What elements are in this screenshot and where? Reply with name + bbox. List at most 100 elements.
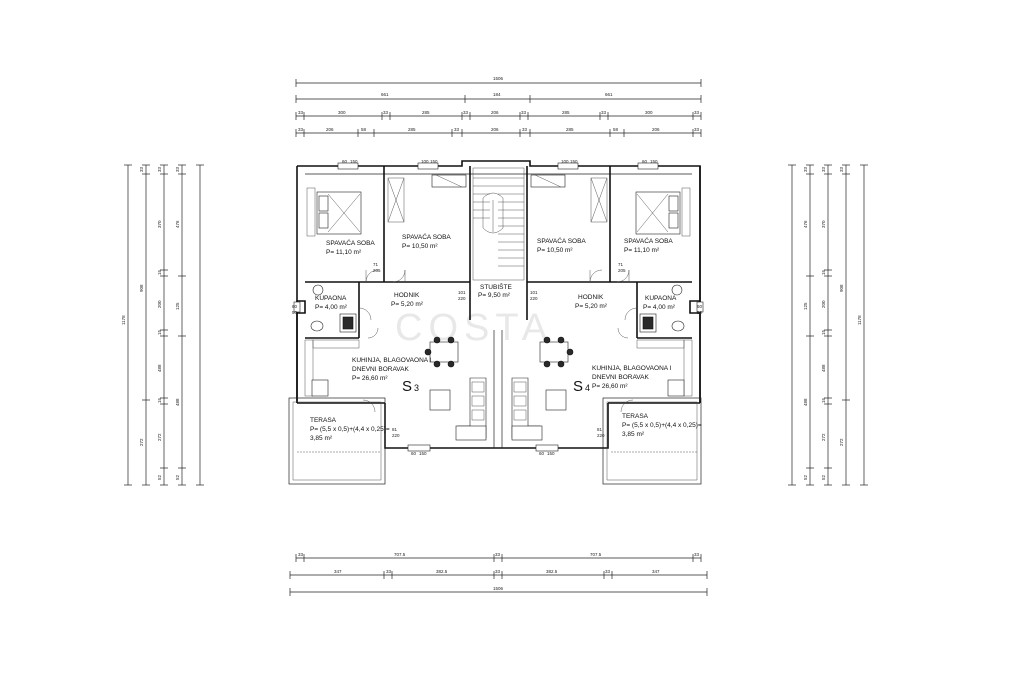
- dim-right-c2-0: 33: [821, 166, 826, 172]
- room-area-right-bed-b: P= 10,50 m²: [537, 247, 573, 254]
- window-tag-0: 60: [342, 159, 348, 164]
- dim-left-c2-1: 370: [157, 220, 162, 228]
- bottom-dimensions: 33 707.5 33 707.5 33 347 33 382.5 33 382…: [289, 552, 708, 596]
- room-name2-left-living: DNEVNI BORAVAK: [352, 366, 409, 373]
- dim-right-c3-2: 125: [803, 302, 808, 310]
- dim-top-r3-4: 33: [454, 127, 460, 132]
- dim-top-r2-0: 33: [298, 110, 304, 115]
- bed-left-b: [387, 174, 467, 223]
- bed-left-a: [306, 187, 362, 237]
- unit-labels: S 3 S 4: [402, 378, 590, 395]
- dim-right-c2-1: 370: [821, 220, 826, 228]
- dim-top-r1-1: 184: [493, 92, 501, 97]
- dim-left-c3-0: 33: [175, 166, 180, 172]
- dim-right-c1-2: 272: [839, 438, 844, 446]
- room-labels: SPAVAĆA SOBA P= 11,10 m² SPAVAĆA SOBA P=…: [310, 232, 702, 442]
- window-tag-4: 100: [561, 159, 569, 164]
- dim-bot-r2-3: 33: [495, 569, 501, 574]
- dim-left-c2-5: 488: [157, 364, 162, 372]
- window-tag-1: 150: [350, 159, 358, 164]
- room-area-left-bed-b: P= 10,50 m²: [402, 243, 438, 250]
- room-area-right-living: P= 26,60 m²: [592, 383, 628, 390]
- door-tag-7: 220: [597, 433, 605, 438]
- dim-top-r2-6: 33: [521, 110, 527, 115]
- dim-top-r2-8: 33: [601, 110, 607, 115]
- bed-right-b: [530, 174, 608, 223]
- doors: [358, 269, 638, 413]
- dim-right-c2-2: 15: [821, 269, 826, 275]
- dim-left-c1-2: 272: [139, 438, 144, 446]
- dim-top-r3-3: 285: [408, 127, 416, 132]
- room-name-left-bed-a: SPAVAĆA SOBA: [326, 238, 375, 247]
- room-area-left-living: P= 26,60 m²: [352, 375, 388, 382]
- door-tag-13: 50: [292, 310, 298, 315]
- window-tag-9: 150: [419, 451, 427, 456]
- room-name-stairs: STUBIŠTE: [480, 282, 512, 291]
- room-name-left-terrace: TERASA: [310, 417, 337, 424]
- building-outline: [296, 160, 701, 449]
- terraces: [288, 397, 702, 485]
- bathroom-fixtures: [310, 284, 685, 333]
- dim-left-c2-3: 200: [157, 300, 162, 308]
- room-name2-right-living: DNEVNI BORAVAK: [592, 374, 649, 381]
- staircase: [472, 167, 525, 281]
- window-tag-10: 60: [539, 451, 545, 456]
- room-name-left-bed-b: SPAVAĆA SOBA: [402, 232, 451, 241]
- dim-right-c2-6: 15: [821, 397, 826, 403]
- dim-top-r3-5: 206: [491, 127, 499, 132]
- dim-top-r3-10: 33: [694, 127, 700, 132]
- dim-left-c3-4: 52: [175, 474, 180, 480]
- top-dimensions: 1506 661 184 661 33 300 33 285 33 206 33…: [295, 76, 702, 137]
- dim-top-r3-2: 58: [361, 127, 367, 132]
- door-tag-12: 60: [292, 304, 298, 309]
- dim-top-r2-10: 33: [694, 110, 700, 115]
- dim-top-r2-5: 206: [491, 110, 499, 115]
- dim-left-c3-3: 488: [175, 398, 180, 406]
- door-tag-10: 71: [618, 262, 624, 267]
- dim-left-c3-1: 476: [175, 220, 180, 228]
- dim-left-c1-1: 908: [139, 284, 144, 292]
- dim-top-r1-2: 661: [605, 92, 613, 97]
- room-name-right-terrace: TERASA: [622, 413, 649, 420]
- windows: [293, 162, 704, 452]
- dining-right: [539, 336, 574, 368]
- room-area-right-hall: P= 5,20 m²: [575, 303, 608, 310]
- dim-top-r3-6: 33: [522, 127, 528, 132]
- dim-bot-r1-1: 707.5: [394, 552, 406, 557]
- dim-bot-r2-6: 347: [652, 569, 660, 574]
- dim-bot-r1-3: 707.5: [590, 552, 602, 557]
- dim-right-c2-4: 15: [821, 329, 826, 335]
- room-name1-right-living: KUHINJA, BLAGOVAONA I: [592, 365, 672, 372]
- room-area-left-terrace: 3,85 m²: [310, 435, 333, 442]
- dim-top-total: 1506: [493, 76, 504, 81]
- dim-right-c2-7: 272: [821, 433, 826, 441]
- dim-left-c1-0: 33: [139, 166, 144, 172]
- room-area-right-bath: P= 4,00 m²: [643, 304, 676, 311]
- door-tag-14: 60: [697, 304, 703, 309]
- dim-left-total: 1178: [121, 315, 126, 325]
- room-formula-left-terrace: P= (5,5 x 0,5)+(4,4 x 0,25)=: [310, 426, 390, 433]
- dim-right-total: 1178: [857, 315, 862, 325]
- dim-top-r2-3: 285: [422, 110, 430, 115]
- room-area-left-bath: P= 4,00 m²: [315, 304, 348, 311]
- sofa-left: [429, 377, 487, 441]
- dim-right-c3-3: 488: [803, 398, 808, 406]
- dim-bot-r1-0: 33: [298, 552, 304, 557]
- dim-right-c2-8: 52: [821, 474, 826, 480]
- dim-bot-r2-4: 382.5: [546, 569, 558, 574]
- door-tag-4: 81: [392, 427, 398, 432]
- room-area-left-hall: P= 5,20 m²: [391, 301, 424, 308]
- window-tags: 60 150 100 150 100 150 60 150 60 150 60 …: [342, 159, 658, 456]
- dim-left-c3-2: 125: [175, 302, 180, 310]
- dim-right-c1-0: 33: [839, 166, 844, 172]
- dim-top-r2-2: 33: [383, 110, 389, 115]
- door-tag-6: 81: [597, 427, 603, 432]
- unit-label-s4: S: [573, 378, 583, 395]
- kitchen-left: [304, 339, 360, 397]
- window-tag-7: 150: [650, 159, 658, 164]
- dim-right-c2-3: 200: [821, 300, 826, 308]
- window-tag-2: 100: [421, 159, 429, 164]
- door-tag-11: 205: [618, 268, 626, 273]
- dim-top-r2-9: 300: [645, 110, 653, 115]
- dim-left-c2-0: 33: [157, 166, 162, 172]
